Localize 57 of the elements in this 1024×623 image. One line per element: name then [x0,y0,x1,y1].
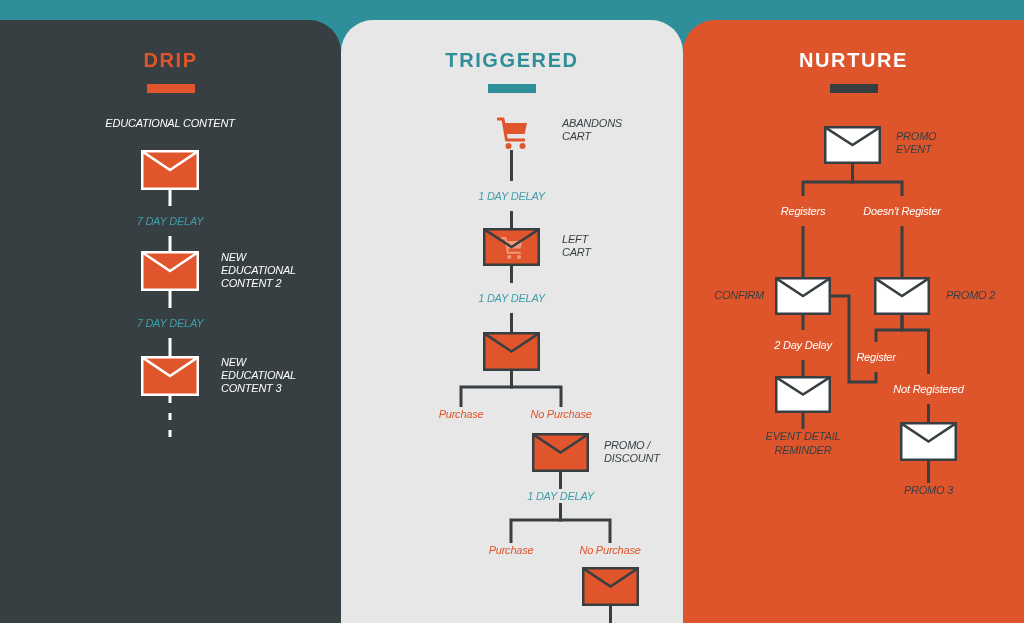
connector-line [510,148,513,230]
envelope-icon [141,251,199,291]
edge-label: 7 DAY DELAY [136,316,204,330]
column-title: NURTURE [799,48,908,72]
connector-line [801,313,805,378]
column-panel [0,20,341,623]
cart-icon [495,116,528,150]
edge-label: Registers [780,204,826,218]
connector-line [900,313,930,424]
column-title: TRIGGERED [445,48,579,72]
step-label: Purchase [438,407,484,421]
envelope-icon [775,277,831,315]
step-caption: NEW EDUCATIONAL CONTENT 3 [221,356,297,395]
connector-line [168,188,172,253]
step-caption: EDUCATIONAL CONTENT [105,117,235,130]
edge-label: 2 Day Delay [774,338,832,352]
delay-label: 1 DAY DELAY [527,489,594,503]
connector-line [559,472,562,489]
envelope-icon [582,567,639,606]
edge-label: 7 DAY DELAY [136,214,204,228]
connector-line [609,606,612,623]
connector-line [851,162,904,279]
edge-label: 1 DAY DELAY [478,291,545,305]
edge-label: Register [856,350,896,364]
envelope-icon [532,433,589,472]
step-caption: PROMO EVENT [896,130,938,156]
envelope-icon [775,376,831,413]
step-caption: ABANDONS CART [562,117,623,143]
edge-label: Doesn't Register [863,204,941,218]
connector-line [927,461,930,483]
column-title: DRIP [143,48,198,72]
envelope-icon [483,332,540,371]
step-caption: CONFIRM [714,289,764,302]
envelope-cart-icon [483,228,540,266]
column-panel [341,20,683,623]
step-label: EVENT DETAIL REMINDER [759,429,847,457]
step-label: PROMO 3 [903,483,954,497]
step-label: Purchase [488,543,534,557]
connector-line [510,264,513,334]
envelope-icon [900,422,957,461]
step-caption: NEW EDUCATIONAL CONTENT 2 [221,251,297,290]
step-caption: PROMO 2 [946,289,996,302]
connector-line [801,413,805,429]
edge-label: Not Registered [893,382,964,396]
connector-line [510,371,563,407]
envelope-icon [824,126,881,164]
envelope-icon [141,150,199,190]
connector-line [829,294,904,384]
envelope-icon [874,277,930,315]
column-panel [683,20,1024,623]
edge-label: 1 DAY DELAY [478,189,545,203]
step-label: No Purchase [530,407,592,421]
connector-line [168,289,172,358]
step-label: No Purchase [579,543,641,557]
step-caption: PROMO / DISCOUNT [604,439,662,465]
envelope-icon [141,356,199,396]
step-caption: LEFT CART [562,233,593,259]
